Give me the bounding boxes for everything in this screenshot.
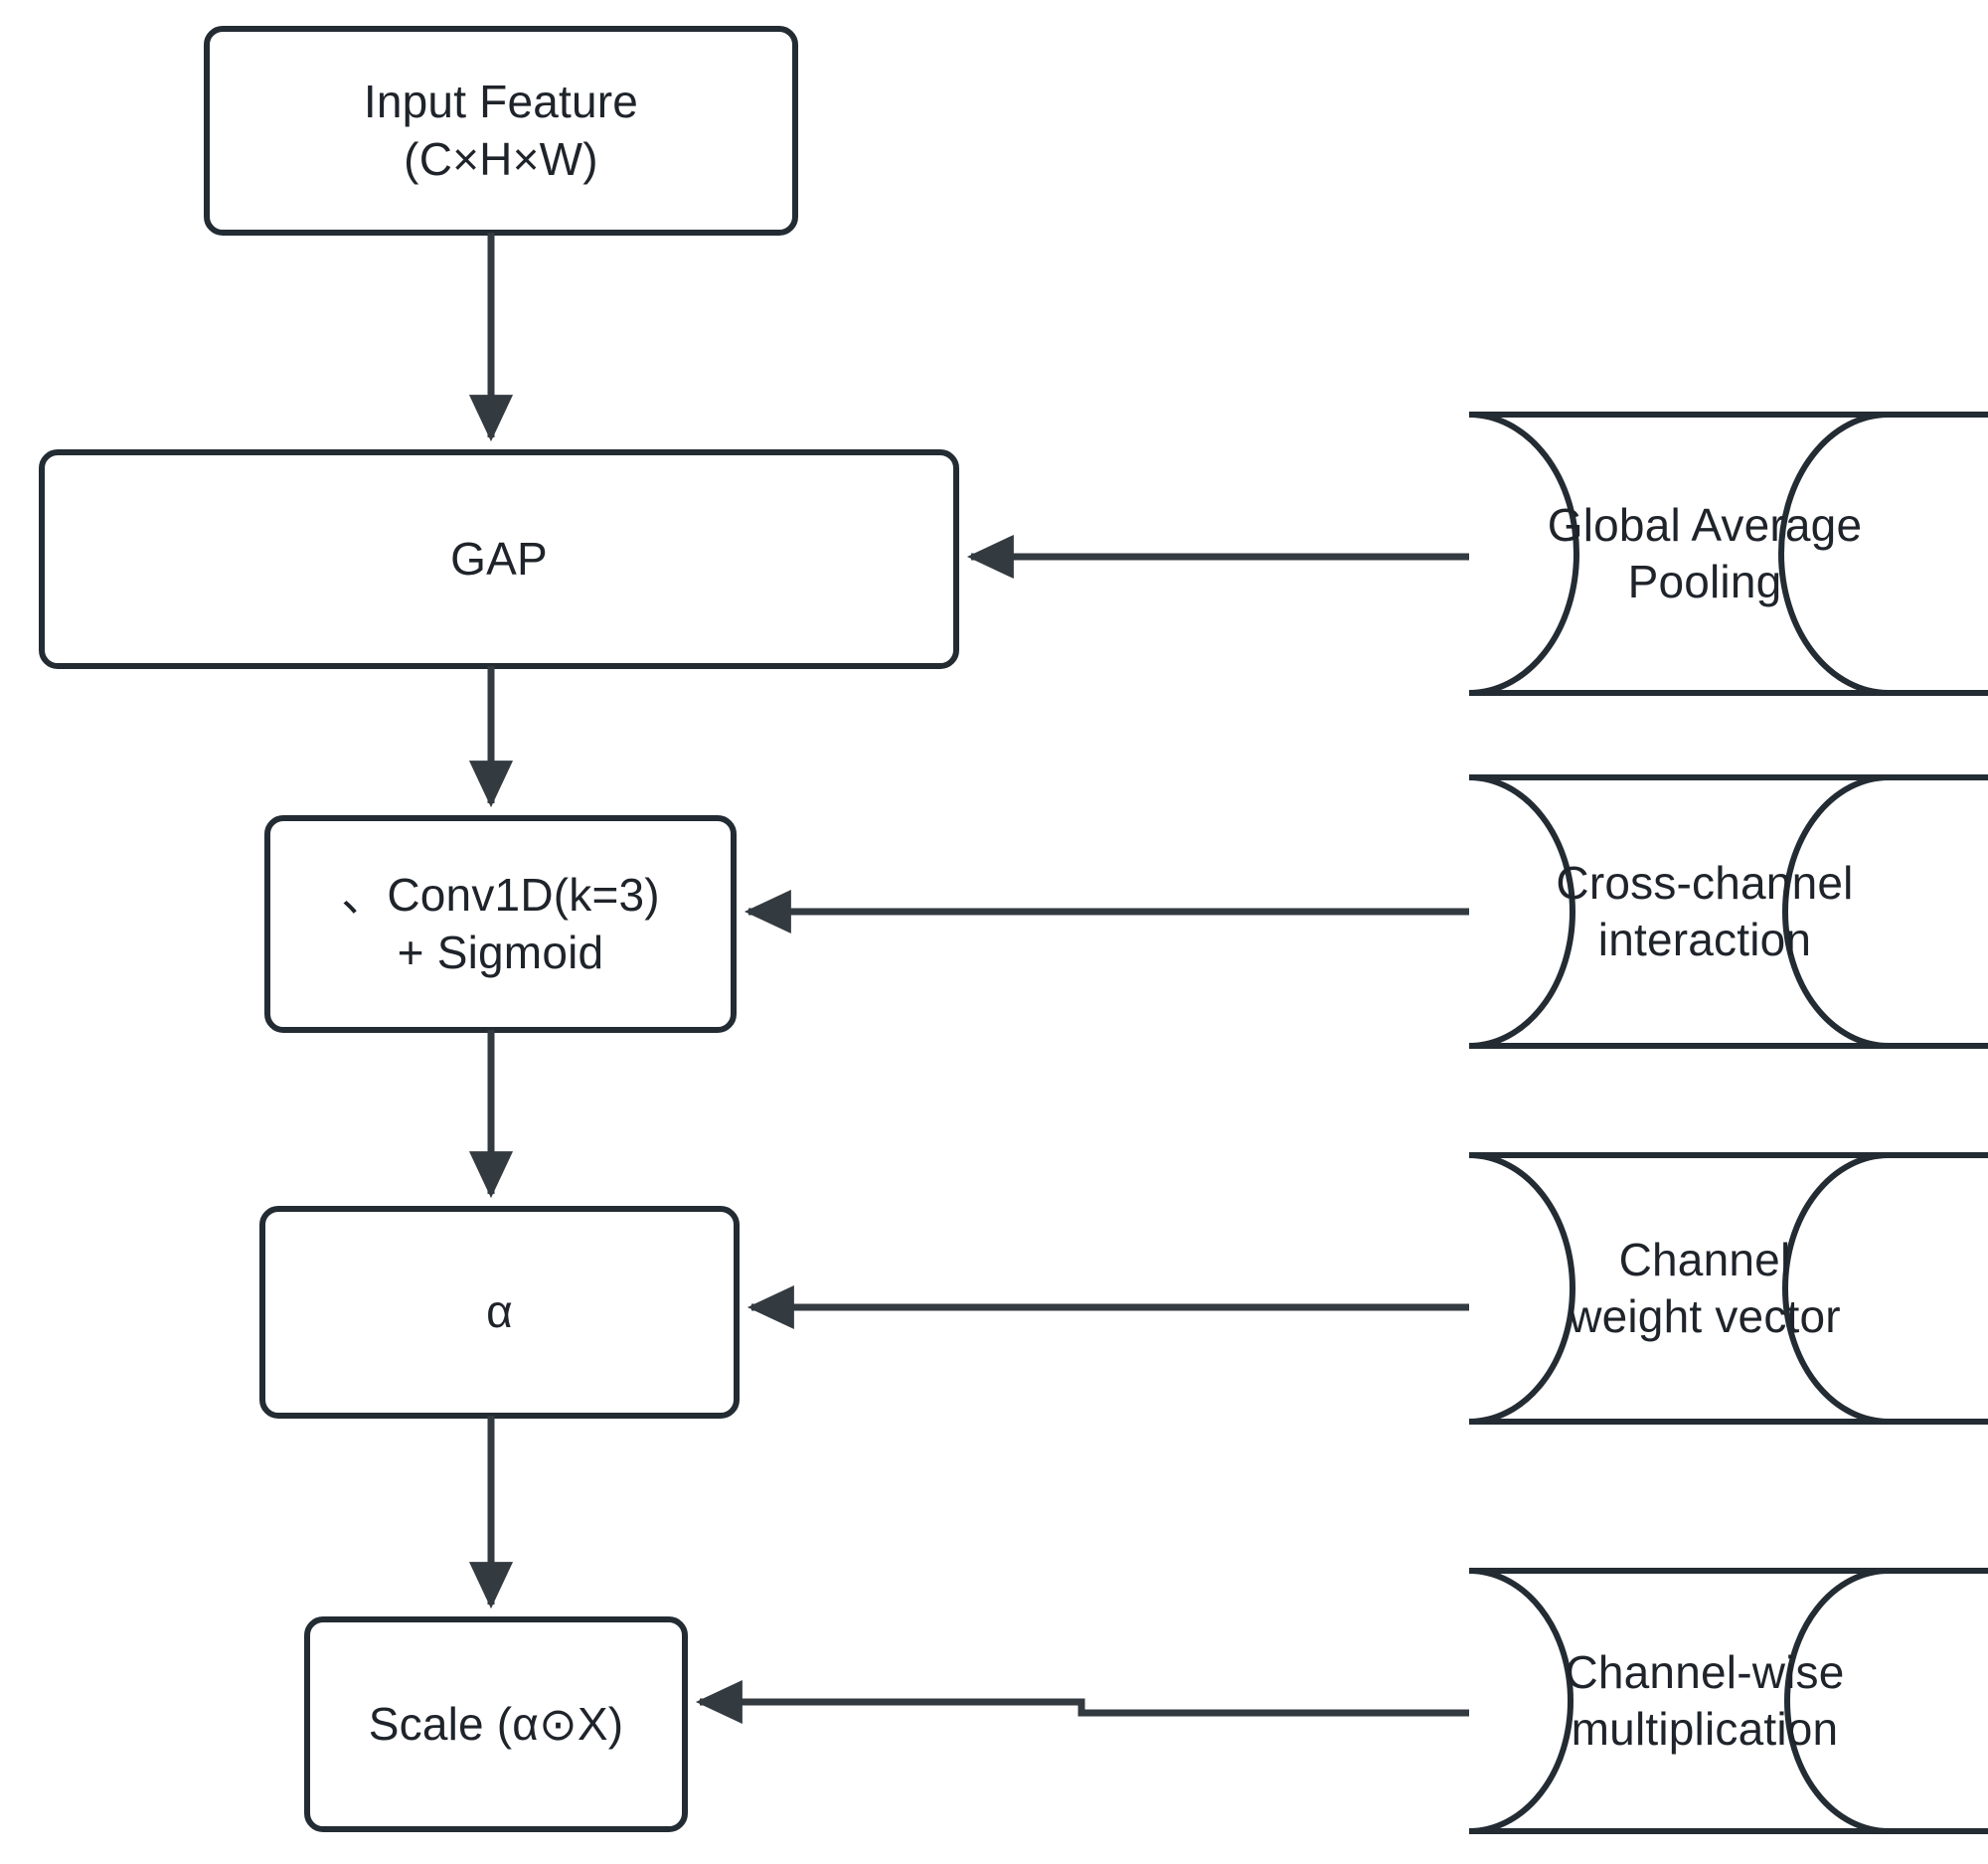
node-input-feature-shape[interactable]	[204, 26, 798, 236]
node-conv1d-sigmoid-shape[interactable]	[264, 815, 737, 1033]
node-global-average-pooling-shape[interactable]	[1468, 412, 1988, 696]
node-channel-weight-vector-shape[interactable]	[1468, 1152, 1988, 1425]
node-scale-shape[interactable]	[304, 1616, 688, 1832]
node-channel-weight-vector-inner-curve	[1782, 1152, 1890, 1425]
node-global-average-pooling-inner-curve	[1778, 412, 1890, 696]
node-cross-channel-interaction-shape[interactable]	[1468, 774, 1988, 1049]
node-channel-wise-multiplication-inner-curve	[1784, 1568, 1890, 1834]
node-channel-wise-multiplication-shape[interactable]	[1468, 1568, 1988, 1834]
node-cross-channel-interaction-inner-curve	[1782, 774, 1890, 1049]
edge-scale-note	[695, 1679, 1469, 1725]
node-gap-shape[interactable]	[39, 449, 959, 669]
node-alpha-shape[interactable]	[259, 1206, 740, 1419]
